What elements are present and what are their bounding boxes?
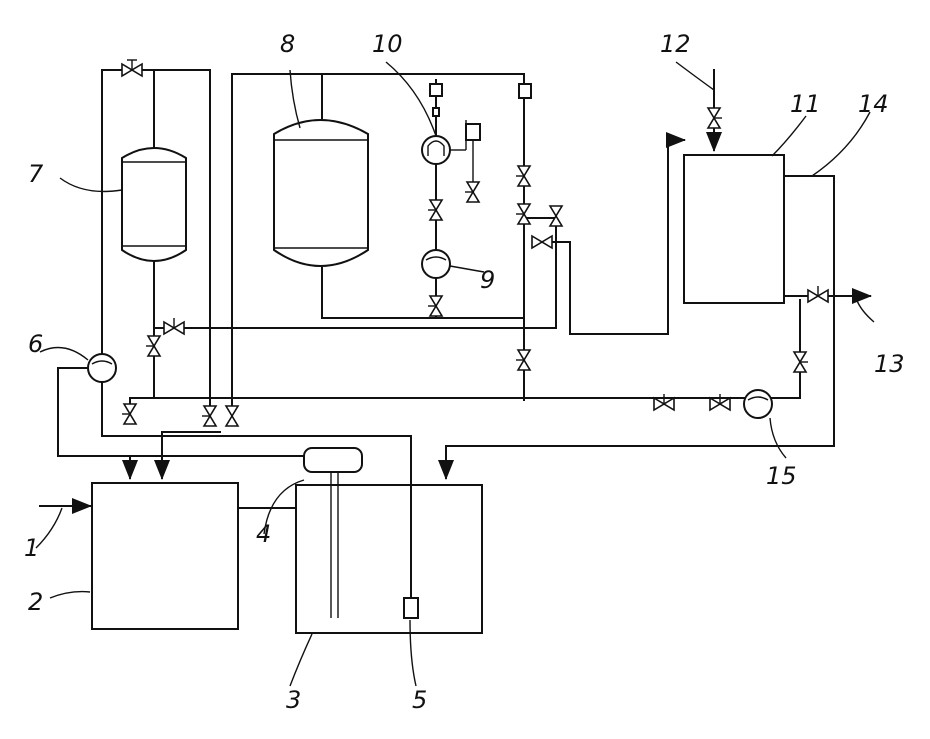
valve-10-a xyxy=(428,199,444,221)
valve-15-a xyxy=(653,394,675,412)
label-8: 8 xyxy=(280,30,295,58)
valve-7-a xyxy=(163,318,185,336)
valve-right-col-2 xyxy=(516,203,532,225)
tank-3 xyxy=(295,484,483,634)
label-3: 3 xyxy=(286,686,301,714)
valve-outlet-13 xyxy=(807,286,829,304)
label-15: 15 xyxy=(766,462,797,490)
label-5: 5 xyxy=(412,686,427,714)
valve-bottom-c xyxy=(224,405,240,427)
label-1: 1 xyxy=(24,534,39,562)
valve-bottom-a xyxy=(122,403,138,425)
valve-bottom-b xyxy=(202,405,218,427)
label-9: 9 xyxy=(480,266,495,294)
valve-10-side xyxy=(465,181,481,203)
label-4: 4 xyxy=(256,520,271,548)
valve-15-c xyxy=(792,351,808,373)
pump-10 xyxy=(421,135,451,165)
valve-15-b xyxy=(709,394,731,412)
label-10: 10 xyxy=(372,30,403,58)
valve-7-b xyxy=(146,335,162,357)
tank-11 xyxy=(683,154,785,304)
valve-9-a xyxy=(428,295,444,317)
valve-right-col-1 xyxy=(516,165,532,187)
valve-top-left xyxy=(121,59,143,78)
pump-5 xyxy=(403,597,419,619)
level-sensor-4 xyxy=(303,447,363,473)
valve-right-col-5 xyxy=(516,349,532,371)
label-14: 14 xyxy=(858,90,889,118)
vessel-8 xyxy=(273,119,369,267)
valve-right-col-4 xyxy=(531,234,553,250)
tank-2 xyxy=(91,482,239,630)
label-11: 11 xyxy=(790,90,821,118)
vessel-7 xyxy=(121,147,187,262)
pump-6 xyxy=(87,353,117,383)
label-7: 7 xyxy=(28,160,44,188)
label-6: 6 xyxy=(28,330,43,358)
label-12: 12 xyxy=(660,30,691,58)
valve-right-col-3 xyxy=(548,205,564,227)
label-2: 2 xyxy=(28,588,43,616)
valve-inlet-12 xyxy=(706,107,722,129)
pump-9 xyxy=(421,249,451,279)
pump-15 xyxy=(743,389,773,419)
label-13: 13 xyxy=(874,350,905,378)
